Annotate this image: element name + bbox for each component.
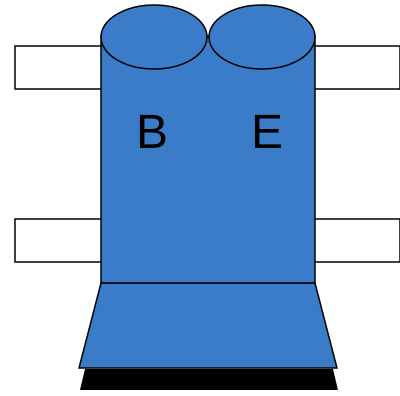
base-shadow-strip bbox=[80, 369, 338, 390]
base-trapezoid bbox=[78, 282, 338, 369]
label-e: E bbox=[251, 106, 283, 159]
right-upper-connector bbox=[311, 45, 400, 90]
label-b: B bbox=[136, 106, 168, 159]
left-upper-connector bbox=[14, 45, 104, 90]
left-top-port bbox=[100, 4, 208, 70]
right-lower-connector bbox=[311, 218, 400, 263]
left-lower-connector bbox=[14, 218, 104, 263]
main-body bbox=[100, 35, 316, 284]
right-top-port bbox=[208, 4, 316, 70]
